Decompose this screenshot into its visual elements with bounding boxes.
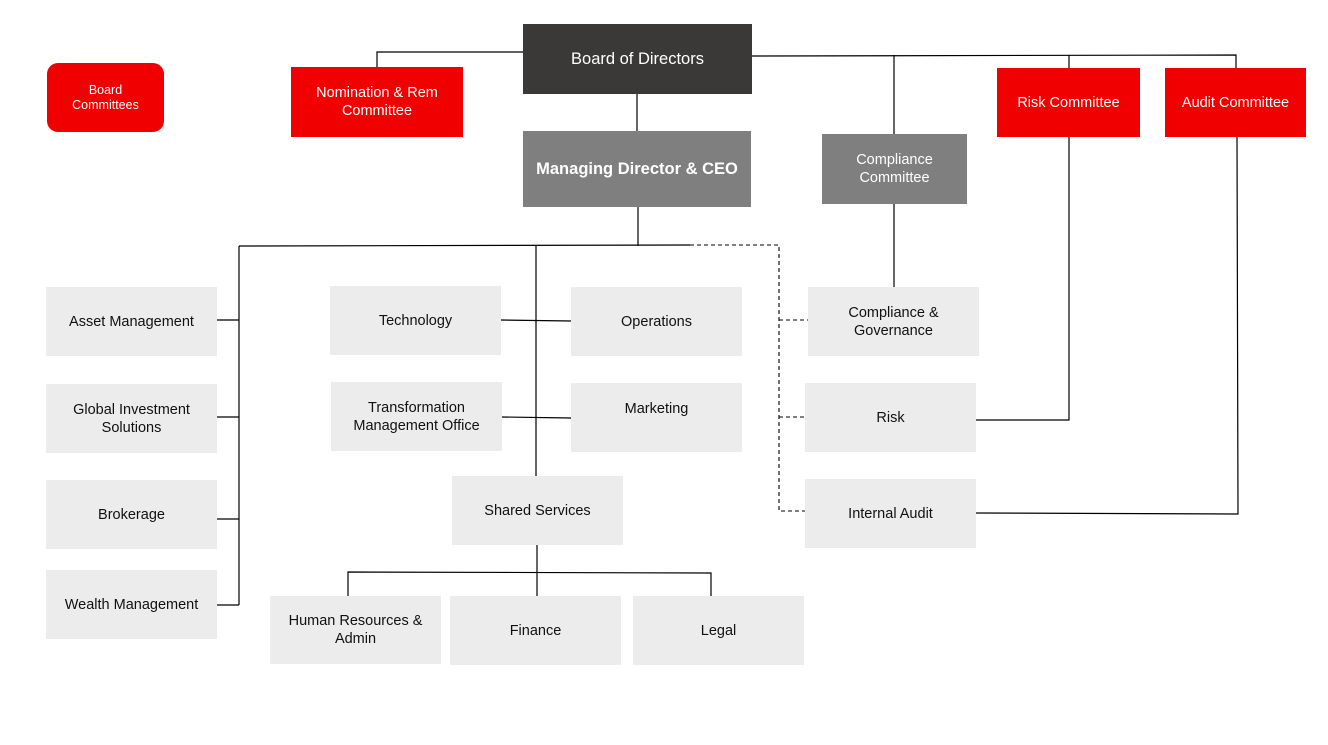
compliance-committee-label: Compliance Committee: [856, 152, 933, 186]
nomination-committee-label: Nomination & Rem Committee: [316, 85, 438, 119]
audit-committee-box: Audit Committee: [1165, 68, 1306, 137]
line-board-nomination: [376, 51, 523, 67]
shared-services-box: Shared Services: [452, 476, 623, 545]
wealth-management-label: Wealth Management: [64, 596, 199, 613]
technology-box: Technology: [330, 286, 501, 355]
operations-box: Operations: [571, 287, 742, 356]
hr-admin-box: Human Resources & Admin: [270, 596, 441, 664]
asset-management-label: Asset Management: [69, 313, 194, 330]
audit-committee-label: Audit Committee: [1181, 94, 1290, 111]
marketing-label: Marketing: [624, 401, 689, 417]
board-of-directors-box: Board of Directors: [523, 24, 752, 94]
global-investment-label: Global Investment Solutions: [73, 401, 190, 436]
hr-admin-label: Human Resources & Admin: [288, 613, 423, 647]
legend-label: Board Committees: [72, 82, 139, 112]
compliance-committee-box: Compliance Committee: [822, 134, 967, 204]
finance-box: Finance: [450, 596, 621, 665]
global-investment-box: Global Investment Solutions: [46, 384, 217, 453]
line-auditcom-ia: [975, 136, 1239, 515]
risk-committee-label: Risk Committee: [1017, 94, 1120, 111]
dashed-line-ceo-control: [690, 244, 805, 512]
board-of-directors-label: Board of Directors: [571, 50, 704, 68]
line-riskcom-risk: [975, 137, 1070, 421]
finance-label: Finance: [509, 622, 562, 639]
risk-committee-box: Risk Committee: [997, 68, 1140, 137]
line-shared-branch: [347, 571, 712, 596]
line-tech-ops: [500, 319, 572, 322]
line-tmo-marketing: [501, 416, 572, 419]
legend-board-committees: Board Committees: [47, 63, 164, 132]
nomination-committee-box: Nomination & Rem Committee: [291, 67, 463, 137]
brokerage-box: Brokerage: [46, 480, 217, 549]
risk-label: Risk: [876, 409, 905, 426]
technology-label: Technology: [378, 312, 453, 329]
ceo-label: Managing Director & CEO: [536, 160, 738, 178]
operations-label: Operations: [621, 313, 692, 330]
legal-label: Legal: [700, 622, 737, 639]
legal-box: Legal: [633, 596, 804, 665]
shared-services-label: Shared Services: [484, 502, 591, 519]
marketing-box: Marketing: [571, 383, 742, 452]
risk-box: Risk: [805, 383, 976, 452]
asset-management-box: Asset Management: [46, 287, 217, 356]
internal-audit-label: Internal Audit: [848, 505, 933, 522]
line-main-horizontal: [238, 244, 691, 247]
internal-audit-box: Internal Audit: [805, 479, 976, 548]
compliance-governance-label: Compliance & Governance: [848, 304, 939, 339]
brokerage-label: Brokerage: [98, 506, 165, 523]
transformation-office-box: Transformation Management Office: [331, 382, 502, 451]
ceo-box: Managing Director & CEO: [523, 131, 751, 207]
wealth-management-box: Wealth Management: [46, 570, 217, 639]
compliance-governance-box: Compliance & Governance: [808, 287, 979, 356]
line-board-right: [750, 54, 1237, 68]
transformation-office-label: Transformation Management Office: [353, 399, 480, 434]
